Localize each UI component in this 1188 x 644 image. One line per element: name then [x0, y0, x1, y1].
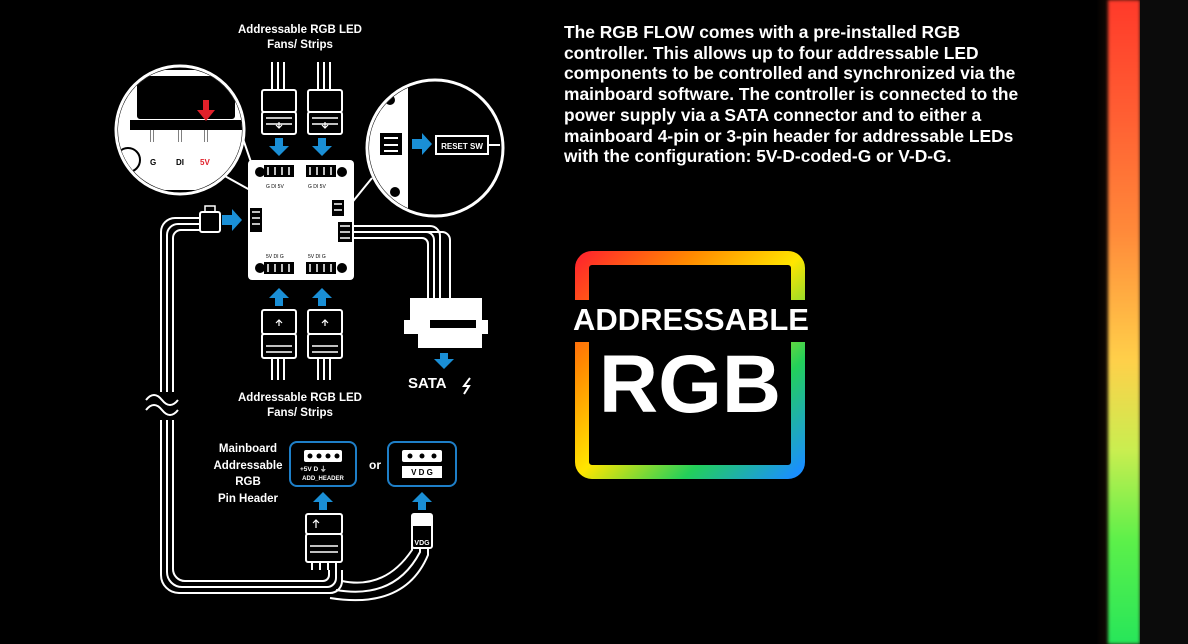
top-arrows	[269, 138, 332, 156]
cable-break	[145, 394, 179, 416]
or-label: or	[369, 458, 381, 472]
description-line-1: The RGB FLOW comes with a pre-installed …	[564, 22, 961, 42]
top-led-connector-left	[261, 62, 297, 135]
sata-label: SATA	[408, 375, 447, 392]
bottom-led-label-line1: Addressable RGB LED	[238, 392, 362, 404]
controller-board: G DI 5V G DI 5V 5V DI G 5V DI G	[248, 160, 354, 280]
sata-connector	[404, 298, 488, 395]
reset-sw-label: RESET SW	[441, 142, 483, 151]
zoom-pin-di: DI	[176, 158, 184, 167]
sata-cable	[352, 225, 451, 300]
bottom-arrows	[269, 288, 332, 306]
plug-4pin	[305, 513, 343, 570]
pin-direction-arrow	[197, 100, 215, 121]
zoom-circle-left: G DI 5V	[114, 64, 253, 196]
bottom-led-label-line2: Fans/ Strips	[267, 407, 333, 419]
header-arrows	[313, 492, 432, 510]
addressable-rgb-badge	[573, 251, 807, 479]
board-pins-top-right: G DI 5V	[308, 184, 326, 190]
bottom-led-connector-right	[307, 309, 343, 380]
board-pins-bottom-right: 5V DI G	[308, 254, 326, 260]
header-4pin: +5V D ⏚ ADD_HEADER	[289, 441, 357, 487]
zoom-pin-5v: 5V	[200, 158, 210, 167]
mainboard-label-line2: Addressable	[213, 459, 283, 472]
plug-3pin: VDG	[411, 513, 433, 549]
description-line-6: mainboard 4-pin or 3-pin header for addr…	[564, 125, 1014, 146]
header-3pin: V D G	[387, 441, 457, 487]
bottom-led-connector-left	[261, 309, 297, 380]
mainboard-label-line3: RGB	[235, 476, 261, 488]
description-line-3: components to be controlled and synchron…	[564, 63, 1016, 84]
description-line-7: with the configuration: 5V-D-coded-G or …	[564, 146, 952, 167]
description-line-2: controller. This allows up to four addre…	[564, 42, 979, 63]
power-icon	[462, 377, 471, 395]
input-arrow	[222, 209, 242, 231]
top-led-connector-right	[307, 62, 343, 135]
zoom-circle-right: RESET SW	[349, 78, 505, 218]
mainboard-label-line4: Pin Header	[217, 492, 279, 505]
input-connector	[160, 205, 221, 392]
board-pins-top-left: G DI 5V	[266, 184, 284, 190]
top-led-label-line2: Fans/ Strips	[267, 39, 333, 51]
mainboard-cable	[160, 420, 429, 602]
cable-vdg-label: VDG	[414, 540, 430, 547]
header4-name: ADD_HEADER	[302, 476, 344, 482]
badge-line-rgb: RGB	[598, 339, 782, 430]
header4-pins: +5V D ⏚	[300, 465, 327, 473]
zoom-pin-g: G	[150, 158, 156, 167]
description-line-5: power supply via a SATA connector and to…	[564, 104, 982, 125]
description-text: The RGB FLOW comes with a pre-installed …	[564, 22, 1042, 167]
header3-pins: V D G	[411, 468, 433, 477]
mainboard-label-line1: Mainboard	[218, 443, 278, 455]
mainboard-label: Mainboard Addressable RGB Pin Header	[198, 441, 298, 507]
badge-line-addressable: ADDRESSABLE	[573, 302, 809, 337]
description-line-4: mainboard software. The controller is co…	[564, 84, 1019, 105]
top-led-label: Addressable RGB LED Fans/ Strips	[220, 23, 380, 53]
case-side-panel	[1140, 0, 1188, 644]
rgb-light-strip	[1108, 0, 1140, 644]
top-led-label-line1: Addressable RGB LED	[238, 24, 362, 36]
board-pins-bottom-left: 5V DI G	[266, 254, 284, 260]
bottom-led-label: Addressable RGB LED Fans/ Strips	[220, 391, 380, 421]
